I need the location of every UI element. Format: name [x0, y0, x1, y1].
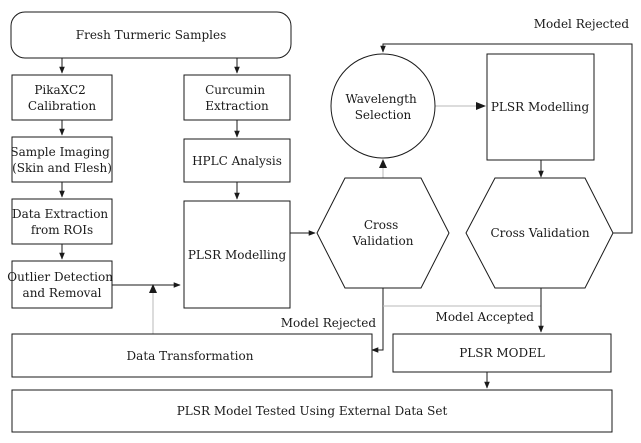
curcumin-label-line2: Extraction: [205, 99, 269, 113]
outlier-detection-label-line1: Outlier Detection: [7, 270, 113, 284]
node-fresh-samples: Fresh Turmeric Samples: [10, 11, 292, 59]
cross-validation-1-label-line2: Validation: [352, 234, 414, 248]
node-outlier-detection: Outlier Detection and Removal: [7, 260, 117, 309]
node-pikaxc2-calibration: PikaXC2 Calibration: [11, 74, 113, 121]
cross-validation-1-label-line1: Cross: [364, 218, 398, 232]
svg-text:Data Extraction from ROI: Data Extraction from ROIs: [12, 207, 112, 237]
node-plsr-model: PLSR MODEL: [392, 333, 612, 373]
wavelength-label-line2: Selection: [355, 108, 412, 122]
label-model-rejected-top: Model Rejected: [534, 17, 630, 31]
plsr-modelling-1-label: PLSR Modelling: [188, 248, 287, 262]
label-model-accepted: Model Accepted: [436, 310, 535, 324]
plsr-model-label: PLSR MODEL: [459, 346, 545, 360]
svg-text:Curcumin Extraction: Curcumin Extraction: [205, 83, 269, 113]
connectors: [59, 43, 633, 389]
node-hplc-analysis: HPLC Analysis: [183, 138, 291, 183]
node-wavelength-selection: Wavelength Selection: [330, 53, 436, 159]
outlier-detection-label-line2: and Removal: [23, 286, 102, 300]
sample-imaging-label-line2: (Skin and Flesh): [12, 161, 112, 175]
node-cross-validation-2: Cross Validation: [465, 177, 614, 289]
node-plsr-modelling-1: PLSR Modelling: [183, 200, 291, 309]
edge-cv2-rejected-loop: [380, 43, 633, 234]
node-cross-validation-1: Cross Validation: [316, 177, 450, 289]
label-model-rejected-mid: Model Rejected: [281, 316, 377, 330]
node-sample-imaging: Sample Imaging (Skin and Flesh): [10, 136, 113, 183]
node-external-test: PLSR Model Tested Using External Data Se…: [11, 389, 613, 433]
edge-cv1-rejected-to-transformation: [371, 288, 384, 353]
wavelength-label-line1: Wavelength: [345, 92, 416, 106]
data-extraction-label-line2: from ROIs: [31, 223, 93, 237]
node-plsr-modelling-2: PLSR Modelling: [486, 53, 595, 161]
cross-validation-2-label: Cross Validation: [490, 226, 589, 240]
node-data-transformation: Data Transformation: [11, 333, 373, 378]
sample-imaging-label-line1: Sample Imaging: [10, 145, 110, 159]
data-extraction-label-line1: Data Extraction: [12, 207, 108, 221]
svg-text:Outlier Detection and Re: Outlier Detection and Removal: [7, 270, 117, 300]
curcumin-label-line1: Curcumin: [205, 83, 265, 97]
svg-text:Wavelength Selection: Wavelength Selection: [345, 92, 420, 122]
external-test-label: PLSR Model Tested Using External Data Se…: [177, 404, 448, 418]
plsr-modelling-2-label: PLSR Modelling: [491, 100, 590, 114]
fresh-samples-label: Fresh Turmeric Samples: [76, 28, 226, 42]
hplc-label: HPLC Analysis: [192, 154, 282, 168]
node-curcumin-extraction: Curcumin Extraction: [183, 74, 291, 121]
pikaxc2-label-line1: PikaXC2: [34, 83, 86, 97]
svg-text:Cross Validation: Cross Validation: [352, 218, 414, 248]
svg-text:Sample Imaging (Skin and: Sample Imaging (Skin and Flesh): [10, 145, 113, 175]
svg-text:PikaXC2 Calibration: PikaXC2 Calibration: [28, 83, 96, 113]
node-data-extraction: Data Extraction from ROIs: [11, 198, 113, 245]
pikaxc2-label-line2: Calibration: [28, 99, 96, 113]
data-transformation-label: Data Transformation: [127, 349, 254, 363]
